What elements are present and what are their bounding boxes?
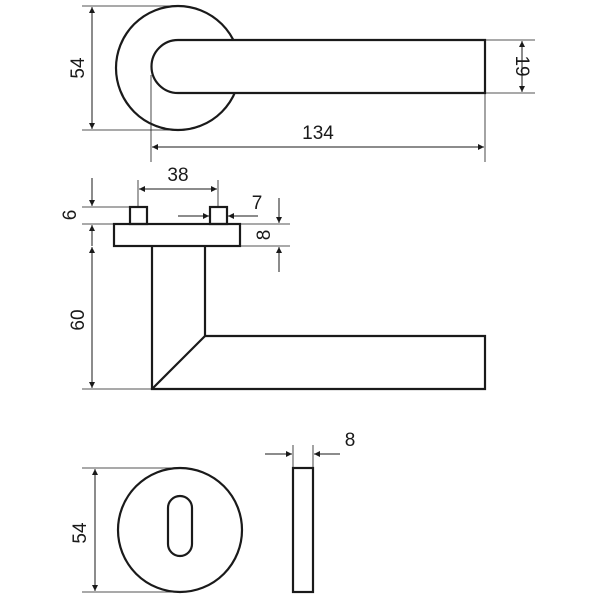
base-thickness-label: 8: [254, 230, 275, 241]
lever-bend-line: [151, 335, 206, 390]
lever-height-label: 60: [68, 309, 89, 330]
keyhole-slot: [166, 494, 194, 558]
escutcheon-circle: [116, 466, 244, 594]
lever-side-outline: [150, 246, 487, 391]
pin-spacing-label: 38: [167, 165, 188, 186]
top-view: 54 19 134: [68, 4, 535, 162]
rose-diameter-label: 54: [68, 57, 89, 79]
left-pin: [128, 205, 149, 226]
pin-height-label: 6: [60, 210, 81, 221]
pin-width-label: 7: [252, 193, 263, 214]
escutcheon-side-view: 8: [265, 430, 356, 594]
escutcheon-diameter-label: 54: [70, 522, 91, 544]
escutcheon-side-rect: [291, 466, 315, 594]
base-plate: [112, 222, 242, 248]
escutcheon-thickness-label: 8: [345, 430, 356, 451]
lever-length-label: 134: [302, 123, 334, 144]
lever-top-outline: [150, 38, 487, 95]
lever-thickness-label: 19: [511, 55, 532, 76]
right-pin: [208, 205, 229, 226]
escutcheon-front-view: 54: [70, 466, 244, 594]
side-view: 38 7 6 8 60: [60, 165, 487, 391]
